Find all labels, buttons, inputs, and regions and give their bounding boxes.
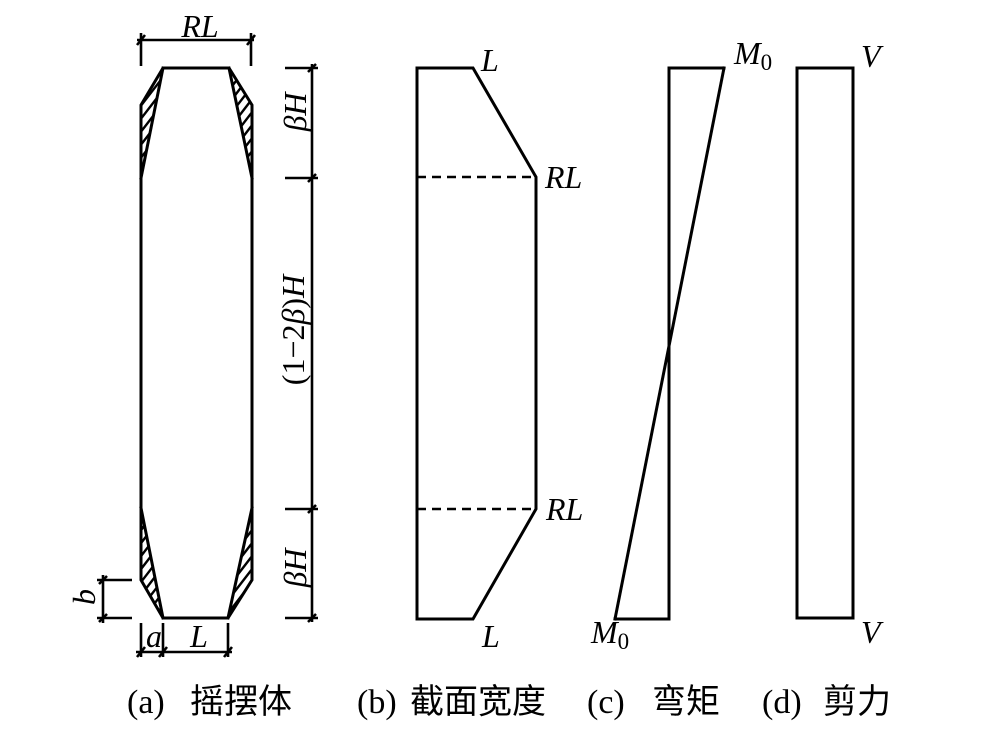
captions: (a) 摇摆体 (b) 截面宽度 (c) 弯矩 (d) 剪力 (127, 683, 891, 721)
caption-d: 剪力 (823, 683, 891, 721)
hatch-line (140, 149, 148, 159)
hatch-line (228, 591, 246, 613)
dim-label-top-width: RL (180, 8, 218, 44)
hatch-line (149, 586, 158, 597)
dimension-tick (135, 34, 147, 46)
dim-label-middle-height: (1−2β)H (275, 273, 311, 385)
caption-c: 弯矩 (652, 683, 720, 721)
hatch-line (140, 524, 146, 531)
hatch-line (244, 137, 253, 148)
hatch-line (240, 542, 253, 558)
chamfer-inner-line-top-right (227, 66, 254, 180)
hatch-line (157, 607, 162, 612)
dim-label-lower-height: βH (277, 547, 313, 589)
dimension-tick (307, 613, 317, 623)
dim-label-part: β (275, 309, 311, 326)
hatch-line (140, 97, 158, 120)
dim-label-chamfer-height: b (66, 589, 102, 605)
hatch-line (236, 555, 253, 576)
dimension-tick (98, 575, 108, 585)
panel-d-shear-force: V V (795, 38, 884, 650)
label-bottom-moment: M0 (590, 614, 629, 654)
hatch-line (145, 576, 156, 590)
dimension-chamfer-height: b (66, 575, 132, 623)
dimension-tick (98, 613, 108, 623)
moment-symbol: M (733, 35, 763, 71)
dimension-tick (307, 63, 317, 73)
chamfer-inner-line-top-left (139, 66, 165, 180)
hatch-line (140, 167, 144, 172)
dimension-base-widths: a L (135, 618, 234, 658)
dimension-tick (135, 646, 147, 658)
caption-tag-d: (d) (762, 684, 802, 721)
rocking-body-outline (139, 66, 254, 620)
dimension-tick (245, 34, 257, 46)
hatch-line (238, 101, 251, 117)
hatch-line (140, 535, 148, 544)
label-upper-transition-width: RL (544, 159, 582, 195)
hatch-line (244, 529, 253, 540)
panel-a-rocking-body: RL βH (1−2β)H βH b (66, 8, 318, 658)
hatch-line (153, 597, 160, 605)
dim-label-chamfer-width: a (146, 618, 162, 654)
hatch-line (233, 86, 243, 97)
hatch-line (246, 150, 253, 158)
chamfer-inner-line-bottom-right (226, 506, 254, 620)
hatch-line (140, 514, 144, 518)
dimension-tick (222, 646, 234, 658)
hatch-line (140, 114, 155, 133)
dim-label-part: ) (275, 298, 311, 309)
caption-tag-a: (a) (127, 684, 165, 721)
hatch-line (240, 111, 253, 127)
moment-subscript: 0 (761, 50, 773, 75)
caption-a: 摇摆体 (190, 683, 292, 721)
hatch-line (248, 163, 253, 168)
dim-label-part: H (275, 273, 311, 299)
hatch-line (231, 79, 238, 87)
dimension-tick (307, 173, 317, 183)
dim-label-upper-height: βH (277, 91, 313, 133)
dimension-top-width: RL (135, 8, 257, 66)
section-width-profile (415, 66, 538, 621)
caption-b: 截面宽度 (410, 683, 546, 721)
label-lower-transition-width: RL (545, 491, 583, 527)
label-bottom-shear: V (861, 614, 884, 650)
hatch-line (248, 516, 253, 522)
hatch-line (140, 132, 151, 146)
label-bottom-width: L (481, 618, 500, 654)
panel-c-bending-moment: M0 M0 (590, 35, 772, 654)
moment-symbol: M (590, 614, 620, 650)
dimension-height-chain: βH (1−2β)H βH (275, 63, 318, 623)
panel-b-section-width: L RL RL L (415, 42, 583, 654)
label-top-moment: M0 (733, 35, 772, 75)
chamfer-hatching (140, 72, 253, 613)
caption-tag-c: (c) (587, 684, 625, 721)
hatch-line (235, 93, 247, 107)
caption-tag-b: (b) (357, 684, 397, 721)
hatch-line (140, 545, 150, 557)
hatch-line (242, 124, 253, 138)
hatch-line (229, 72, 234, 76)
dimension-tick (157, 646, 169, 658)
moment-subscript: 0 (618, 629, 630, 654)
dim-label-part: (1−2 (275, 325, 311, 386)
hatch-line (140, 79, 162, 107)
shear-diagram-rect (795, 66, 855, 620)
label-top-width: L (480, 42, 499, 78)
hatch-line (140, 566, 154, 582)
label-top-shear: V (861, 38, 884, 74)
moment-diagram-line (613, 66, 726, 621)
hatch-line (140, 555, 152, 570)
dim-label-base-width: L (189, 618, 208, 654)
dimension-tick (307, 504, 317, 514)
hatch-line (232, 568, 253, 595)
